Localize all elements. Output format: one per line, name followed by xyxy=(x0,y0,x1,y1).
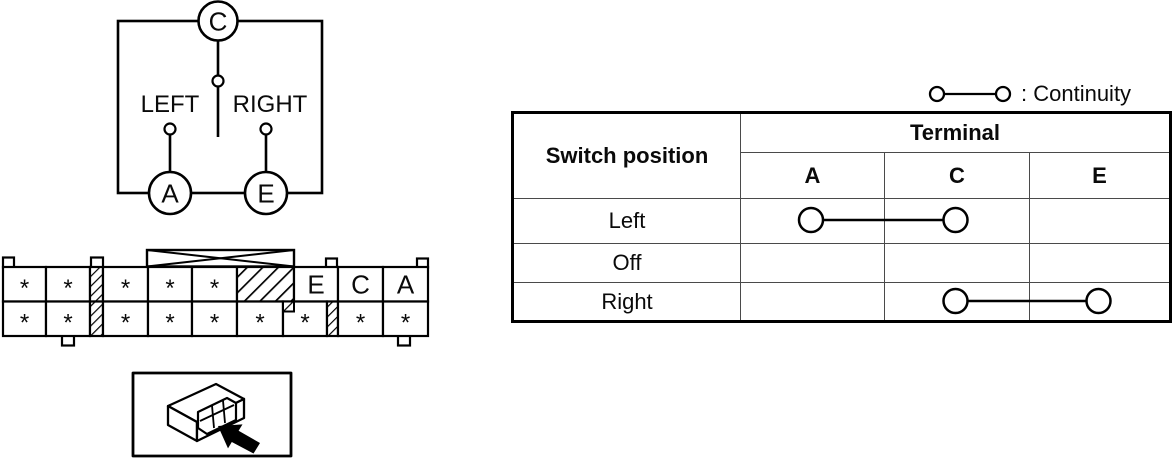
pin-star: * xyxy=(210,310,219,337)
cell-right-a xyxy=(740,282,885,322)
pin-star: * xyxy=(20,275,29,302)
pin-star: * xyxy=(255,310,264,337)
row-label: Right xyxy=(512,282,741,322)
relay-icon xyxy=(166,382,246,443)
connector-cell xyxy=(190,300,239,338)
pin-star: * xyxy=(63,310,72,337)
connector-blocked-slot-step xyxy=(282,300,295,313)
cell-right-e xyxy=(1029,282,1171,322)
right-contact-point xyxy=(259,122,273,136)
terminal-header-e: E xyxy=(1029,152,1171,199)
wiring-diagram-canvas: C A E LEFT RIGHT xyxy=(1,0,430,458)
terminal-e-circle xyxy=(243,170,289,216)
cell-off-a xyxy=(740,243,885,283)
pin-label-a: A xyxy=(397,270,415,300)
pin-star: * xyxy=(300,310,309,337)
relay-location-box xyxy=(131,371,293,458)
cell-left-e xyxy=(1029,198,1171,244)
connector-key-cross-line xyxy=(146,249,295,268)
switch-pivot-contact xyxy=(211,74,225,88)
switch-position-left-label: LEFT xyxy=(141,91,200,118)
connector-blocked-slot xyxy=(325,300,340,338)
connector-cell xyxy=(101,265,150,303)
connector-cell xyxy=(190,265,239,303)
pin-star: * xyxy=(63,275,72,302)
pin-star: * xyxy=(356,310,365,337)
terminal-e-label: E xyxy=(257,179,274,209)
continuity-legend-label: : Continuity xyxy=(1021,81,1132,106)
cell-left-a xyxy=(740,198,885,244)
table-row-off: Off xyxy=(512,243,1171,283)
pin-star: * xyxy=(165,275,174,302)
relay-box-frame xyxy=(131,371,293,458)
connector-cell xyxy=(235,300,285,338)
connector-blocked-slot xyxy=(88,300,105,338)
row-label: Left xyxy=(512,198,741,244)
connector-cell xyxy=(146,300,194,338)
terminal-header-c: C xyxy=(884,152,1030,199)
table-row-right: Right xyxy=(512,282,1171,322)
switch-position-right-label: RIGHT xyxy=(233,91,308,118)
terminal-a-label: A xyxy=(161,179,179,209)
cell-off-e xyxy=(1029,243,1171,283)
cell-left-c xyxy=(884,198,1030,244)
connector-cell xyxy=(1,300,48,338)
left-contact-point xyxy=(163,122,177,136)
terminal-a-circle xyxy=(147,170,193,216)
pin-star: * xyxy=(210,275,219,302)
pin-label-c: C xyxy=(351,270,370,300)
connector-blocked-slot-wide xyxy=(235,265,296,303)
continuity-symbol-icon xyxy=(928,85,1012,103)
connector-blocked-slot xyxy=(88,265,105,303)
switch-circuit-diagram: C A E LEFT RIGHT xyxy=(116,0,324,216)
pin-star: * xyxy=(121,310,130,337)
terminal-header-a: A xyxy=(740,152,885,199)
cell-right-c xyxy=(884,282,1030,322)
connector-cell xyxy=(381,300,430,338)
continuity-table: Switch position Terminal A C E Left Off … xyxy=(511,111,1172,323)
pin-label-e: E xyxy=(307,270,324,300)
terminal-group-header: Terminal xyxy=(740,112,1171,153)
connector-cell-e xyxy=(292,265,340,303)
pin-star: * xyxy=(20,310,29,337)
terminal-c-circle xyxy=(197,0,239,42)
row-label: Off xyxy=(512,243,741,283)
table-row-left: Left xyxy=(512,198,1171,244)
cell-off-c xyxy=(884,243,1030,283)
pin-star: * xyxy=(401,310,410,337)
table-header-row: Switch position Terminal xyxy=(512,112,1171,199)
pointer-arrow-icon xyxy=(218,424,260,454)
continuity-legend: : Continuity xyxy=(928,81,1131,107)
pin-star: * xyxy=(165,310,174,337)
connector-pinout: * * * * * E C A * * * * * * * * * xyxy=(1,248,430,347)
switch-position-header: Switch position xyxy=(512,112,741,199)
connector-cell xyxy=(44,300,92,338)
terminal-c-label: C xyxy=(209,7,228,37)
pin-star: * xyxy=(121,275,130,302)
connector-cell xyxy=(101,300,150,338)
